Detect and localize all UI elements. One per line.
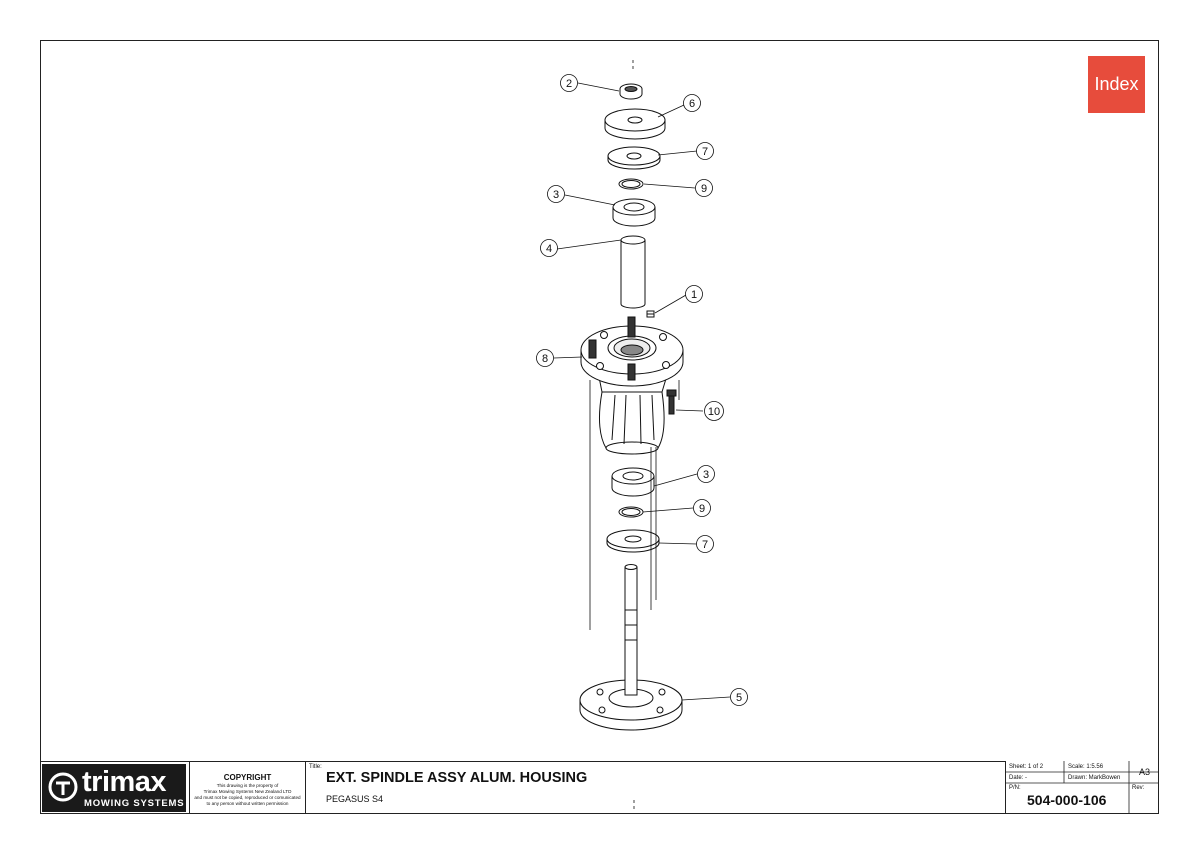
callout-number: 9 bbox=[699, 503, 705, 515]
part-spindle-shaft bbox=[579, 564, 683, 731]
scale-value: Scale: 1:5.56 bbox=[1068, 764, 1104, 770]
leader-lines bbox=[553, 82, 731, 701]
callout-number: 5 bbox=[736, 692, 742, 704]
logo-cell: trimax MOWING SYSTEMS bbox=[40, 761, 190, 814]
callout-balloon-7b bbox=[696, 535, 714, 553]
copyright-title: COPYRIGHT bbox=[223, 773, 272, 782]
callout-number: 2 bbox=[566, 78, 572, 90]
paper-size: A3 bbox=[1139, 767, 1151, 777]
sheet-number: Sheet: 1 of 2 bbox=[1009, 764, 1044, 770]
callout-balloon-9a bbox=[695, 179, 713, 197]
part-thin-washer-bottom bbox=[606, 529, 660, 553]
callout-number: 7 bbox=[702, 539, 708, 551]
callout-balloon-5 bbox=[730, 688, 748, 706]
callout-balloon-4 bbox=[540, 239, 558, 257]
callout-number: 9 bbox=[701, 183, 707, 195]
revision-label: Rev: bbox=[1132, 785, 1145, 791]
callout-balloon-9b bbox=[693, 499, 711, 517]
callout-balloon-6 bbox=[683, 94, 701, 112]
callout-number: 8 bbox=[542, 353, 548, 365]
title-cell: Title: EXT. SPINDLE ASSY ALUM. HOUSING P… bbox=[306, 761, 1006, 814]
index-button[interactable]: Index bbox=[1088, 56, 1145, 113]
copyright-text: This drawing is the property of Trimax M… bbox=[190, 783, 305, 807]
part-housing bbox=[580, 316, 684, 455]
copyright-line: This drawing is the property of bbox=[216, 783, 279, 788]
callout-number: 7 bbox=[702, 146, 708, 158]
copyright-line: and must not be copied, reproduced or co… bbox=[194, 795, 301, 800]
part-spacer-tube bbox=[620, 235, 646, 309]
part-number-label: P/N: bbox=[1009, 785, 1021, 791]
title-label: Title: bbox=[309, 764, 322, 770]
part-grease-nipple bbox=[646, 310, 655, 318]
date-value: Date: - bbox=[1009, 775, 1028, 781]
logo-wordmark: trimax bbox=[82, 766, 167, 798]
part-seal-cap bbox=[619, 83, 643, 100]
part-top-washer bbox=[604, 108, 666, 140]
callout-balloon-1 bbox=[685, 285, 703, 303]
callout-balloon-2a bbox=[560, 74, 578, 92]
trimax-emblem-icon bbox=[48, 772, 78, 802]
callout-balloon-3b bbox=[697, 465, 715, 483]
callout-number: 10 bbox=[708, 406, 720, 418]
drawing-subtitle: PEGASUS S4 bbox=[326, 794, 384, 804]
drawn-by: Drawn: MarkBowen bbox=[1068, 775, 1121, 781]
logo-subtitle: MOWING SYSTEMS bbox=[84, 798, 185, 809]
drawing-title: EXT. SPINDLE ASSY ALUM. HOUSING bbox=[326, 770, 588, 786]
part-bearing-bottom bbox=[611, 467, 655, 497]
callout-number: 1 bbox=[691, 289, 697, 301]
copyright-line: Trimax Mowing Systems New Zealand LTD bbox=[203, 789, 292, 794]
callout-balloon-10 bbox=[704, 401, 724, 421]
callout-balloon-8 bbox=[536, 349, 554, 367]
part-bearing-top bbox=[612, 198, 656, 227]
callout-balloon-3a bbox=[547, 185, 565, 203]
part-number: 504-000-106 bbox=[1027, 792, 1107, 808]
part-circlip-top bbox=[618, 178, 644, 190]
callout-number: 6 bbox=[689, 98, 695, 110]
alignment-lines bbox=[589, 60, 680, 810]
part-circlip-bottom bbox=[618, 506, 644, 518]
company-logo: trimax MOWING SYSTEMS bbox=[42, 764, 186, 812]
callout-number: 3 bbox=[553, 189, 559, 201]
drawing-frame bbox=[40, 40, 1159, 814]
copyright-cell: COPYRIGHT This drawing is the property o… bbox=[190, 761, 306, 814]
callout-number: 4 bbox=[546, 243, 552, 255]
part-bolt bbox=[666, 389, 677, 415]
callout-balloon-7a bbox=[696, 142, 714, 160]
part-thin-washer-top bbox=[607, 146, 661, 170]
copyright-line: to any person without written permission bbox=[206, 801, 289, 806]
callout-number: 3 bbox=[703, 469, 709, 481]
